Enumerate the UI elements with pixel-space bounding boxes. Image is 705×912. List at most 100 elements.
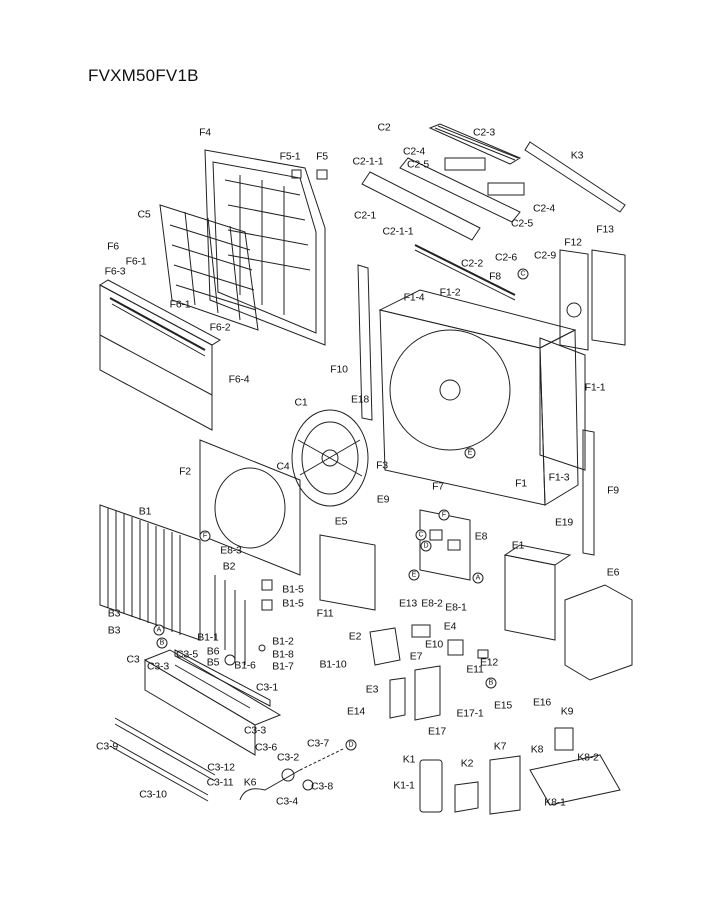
part-label-c2-1: C2-1: [354, 209, 376, 222]
part-label-e8: E8: [474, 530, 488, 543]
control-box: [503, 544, 572, 641]
part-label-e6: E6: [606, 566, 620, 579]
part-label-f6-4: F6-4: [228, 373, 250, 386]
part-label-b1-10: B1-10: [319, 658, 347, 671]
flap-assembly: [361, 123, 626, 301]
part-label-e5: E5: [334, 515, 348, 528]
drain-pan: [109, 649, 282, 802]
fan-rotor: [291, 409, 369, 507]
part-label-b1-6: B1-6: [234, 659, 256, 672]
part-label-e2: E2: [348, 630, 362, 643]
refrigerant-piping: [214, 575, 273, 666]
part-label-c3-7: C3-7: [307, 737, 329, 750]
part-label-b1: B1: [138, 505, 152, 518]
part-label-b1-2: B1-2: [272, 635, 294, 648]
part-label-b6: B6: [206, 645, 220, 658]
part-label-b5: B5: [206, 656, 220, 669]
connector-marker-cone1: E: [464, 447, 476, 459]
part-label-c2-4b: C2-4: [533, 202, 555, 215]
air-filter: [159, 204, 259, 331]
part-label-e19: E19: [554, 516, 574, 529]
heat-exchanger: [99, 504, 201, 641]
part-label-e1: E1: [511, 539, 525, 552]
part-label-f1-4: F1-4: [403, 291, 425, 304]
part-label-f1-2: F1-2: [439, 286, 461, 299]
part-label-c4: C4: [276, 460, 290, 473]
model-title: FVXM50FV1B: [88, 66, 199, 85]
part-label-f12: F12: [564, 236, 582, 249]
part-label-k9: K9: [560, 705, 574, 718]
part-label-c2-4a: C2-4: [403, 145, 425, 158]
part-label-e3: E3: [365, 683, 379, 696]
part-label-c3-9: C3-9: [96, 740, 118, 753]
part-label-k1: K1: [402, 753, 416, 766]
part-label-e15: E15: [493, 699, 513, 712]
connector-marker-conc1: C: [517, 268, 529, 280]
part-label-k8-2: K8-2: [577, 751, 599, 764]
part-label-f7: F7: [432, 480, 444, 493]
connector-marker-conb2: B: [485, 677, 497, 689]
part-label-c3-4: C3-4: [276, 795, 298, 808]
part-label-c1: C1: [294, 396, 308, 409]
part-label-f6: F6: [107, 240, 119, 253]
connector-marker-cona1: A: [153, 624, 165, 636]
part-label-k1-1: K1-1: [393, 779, 415, 792]
part-label-c3-11: C3-11: [206, 776, 234, 789]
drain-hose: [239, 747, 346, 801]
part-label-e8-2: E8-2: [421, 597, 443, 610]
part-label-c2-9: C2-9: [534, 249, 556, 262]
part-label-b1-7: B1-7: [272, 660, 294, 673]
part-label-c3-5: C3-5: [176, 648, 198, 661]
front-grille: [99, 279, 221, 431]
part-label-c2-6: C2-6: [495, 251, 517, 264]
part-label-f9: F9: [607, 484, 619, 497]
connector-marker-cond2: D: [420, 540, 432, 552]
terminal-parts: [369, 624, 489, 721]
part-label-c3-12: C3-12: [207, 761, 235, 774]
part-label-f13: F13: [596, 223, 614, 236]
connector-marker-cona2: A: [472, 572, 484, 584]
part-label-e8-3: E8-3: [220, 544, 242, 557]
connector-marker-cond1: D: [345, 739, 357, 751]
part-label-c2-2: C2-2: [461, 257, 483, 270]
part-label-c2-1-1a: C2-1-1: [352, 155, 384, 168]
part-label-c3-3b: C3-3: [244, 724, 266, 737]
connector-marker-conc2: C: [415, 529, 427, 541]
connector-marker-conb1: B: [156, 637, 168, 649]
part-label-k6: K6: [243, 776, 257, 789]
part-label-e18: E18: [350, 393, 370, 406]
part-label-b1-5b: B1-5: [282, 597, 304, 610]
connector-marker-conf2: F: [438, 509, 450, 521]
connector-marker-cone2: E: [408, 569, 420, 581]
part-label-e7: E7: [409, 650, 423, 663]
part-label-e9: E9: [376, 493, 390, 506]
part-label-e4: E4: [443, 620, 457, 633]
part-label-b3a: B3: [107, 607, 121, 620]
connector-marker-conf1: F: [199, 530, 211, 542]
part-label-c2-5a: C2-5: [407, 158, 429, 171]
part-label-f10: F10: [330, 363, 348, 376]
part-label-f1-3: F1-3: [548, 471, 570, 484]
part-label-f6-3: F6-3: [104, 265, 126, 278]
part-label-f1-1: F1-1: [584, 381, 606, 394]
part-label-e11: E11: [466, 663, 484, 676]
part-label-f5: F5: [316, 150, 328, 163]
part-label-f1: F1: [515, 477, 527, 490]
part-label-k8: K8: [530, 743, 544, 756]
part-label-b1-5a: B1-5: [282, 583, 304, 596]
part-label-e14: E14: [346, 705, 366, 718]
part-label-e12: E12: [479, 656, 499, 669]
part-label-c3-6: C3-6: [255, 741, 277, 754]
bell-mouth: [199, 439, 301, 576]
side-rails: [357, 264, 595, 556]
front-panel-frame: [204, 149, 328, 346]
part-label-c3-1: C3-1: [256, 681, 278, 694]
part-label-e16: E16: [532, 696, 552, 709]
part-label-c2-5b: C2-5: [511, 217, 533, 230]
part-label-k7: K7: [493, 740, 507, 753]
part-label-f6-1a: F6-1: [125, 255, 147, 268]
part-label-f5-1: F5-1: [279, 150, 301, 163]
